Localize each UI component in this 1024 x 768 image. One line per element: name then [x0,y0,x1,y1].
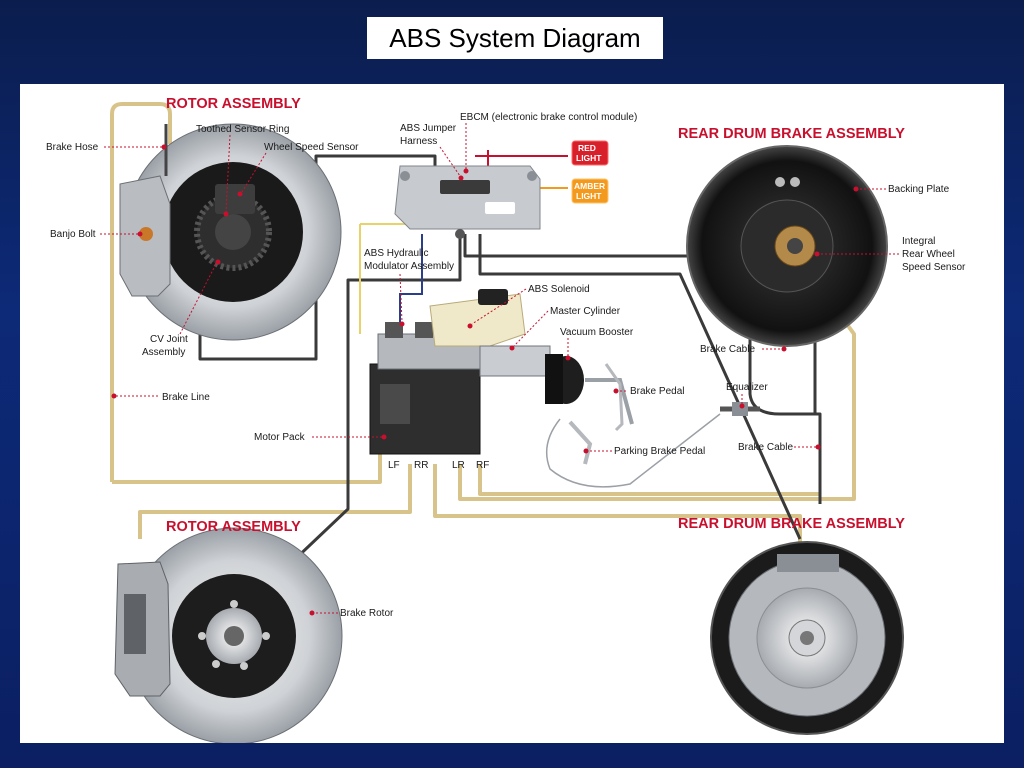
label-amber-light-1: AMBER [574,181,605,191]
label-brake-rotor: Brake Rotor [340,608,394,619]
label-rr: RR [414,460,428,471]
label-ebcm: EBCM (electronic brake control module) [460,112,637,123]
brake-line-rf [478,464,820,496]
abs-hydraulic-modulator [369,322,489,455]
abs-diagram: ROTOR ASSEMBLY ROTOR ASSEMBLY REAR DRUM … [46,96,966,743]
label-abs-jumper-1: ABS Jumper [400,123,457,134]
brake-cable [748,289,822,504]
front-caliper-bottom [114,561,171,697]
brake-line-rr [433,464,802,554]
label-abs-hydraulic-2: Modulator Assembly [364,261,454,272]
vacuum-booster [545,354,634,425]
banjo-bolt [139,227,153,241]
label-amber-light-2: LIGHT [576,191,602,201]
label-abs-solenoid: ABS Solenoid [528,284,590,295]
harness-blue [399,234,423,329]
header-rotor-bottom: ROTOR ASSEMBLY [166,519,301,535]
label-wheel-speed-sensor: Wheel Speed Sensor [264,142,359,153]
wire-front-bottom [288,234,462,566]
brake-lines [110,102,856,554]
label-equalizer: Equalizer [726,382,768,393]
rear-drum-bottom [710,541,904,735]
label-brake-line: Brake Line [162,392,210,403]
label-red-light-1: RED [578,143,596,153]
label-integral-1: Integral [902,236,935,247]
ebcm-module [394,165,541,239]
label-integral-2: Rear Wheel [902,249,955,260]
parking-brake-pedal [545,413,721,488]
label-banjo-bolt: Banjo Bolt [50,229,96,240]
header-rear-top: REAR DRUM BRAKE ASSEMBLY [678,126,905,142]
label-rf: RF [476,460,489,471]
brake-pedal [604,363,624,432]
front-rotor-top [124,123,342,341]
label-integral-3: Speed Sensor [902,262,966,273]
header-rotor-top: ROTOR ASSEMBLY [166,96,301,112]
front-caliper-top [119,124,171,297]
slide-title: ABS System Diagram [367,17,663,59]
amber-light [571,178,609,204]
label-master-cylinder: Master Cylinder [550,306,621,317]
label-vacuum-booster: Vacuum Booster [560,327,634,338]
label-brake-cable-1: Brake Cable [700,344,755,355]
header-rear-bottom: REAR DRUM BRAKE ASSEMBLY [678,516,905,532]
rear-drum-top [686,145,888,347]
label-lr: LR [452,460,465,471]
label-brake-pedal: Brake Pedal [630,386,684,397]
brake-line-lf [138,464,412,539]
front-rotor-bottom [125,527,343,743]
label-toothed-sensor-ring: Toothed Sensor Ring [196,124,289,135]
label-cv-joint-2: Assembly [142,347,185,358]
label-lf: LF [388,460,400,471]
label-red-light-2: LIGHT [576,153,602,163]
label-parking-brake-pedal: Parking Brake Pedal [614,446,705,457]
label-abs-hydraulic-1: ABS Hydraulic [364,248,428,259]
label-motor-pack: Motor Pack [254,432,306,443]
label-abs-jumper-2: Harness [400,136,437,147]
red-light [571,140,609,166]
label-brake-cable-2: Brake Cable [738,442,793,453]
diagram-panel: ROTOR ASSEMBLY ROTOR ASSEMBLY REAR DRUM … [20,84,1004,743]
label-cv-joint-1: CV Joint [150,334,188,345]
label-brake-hose: Brake Hose [46,142,99,153]
label-backing-plate: Backing Plate [888,184,950,195]
brake-line-front-left [110,102,172,482]
